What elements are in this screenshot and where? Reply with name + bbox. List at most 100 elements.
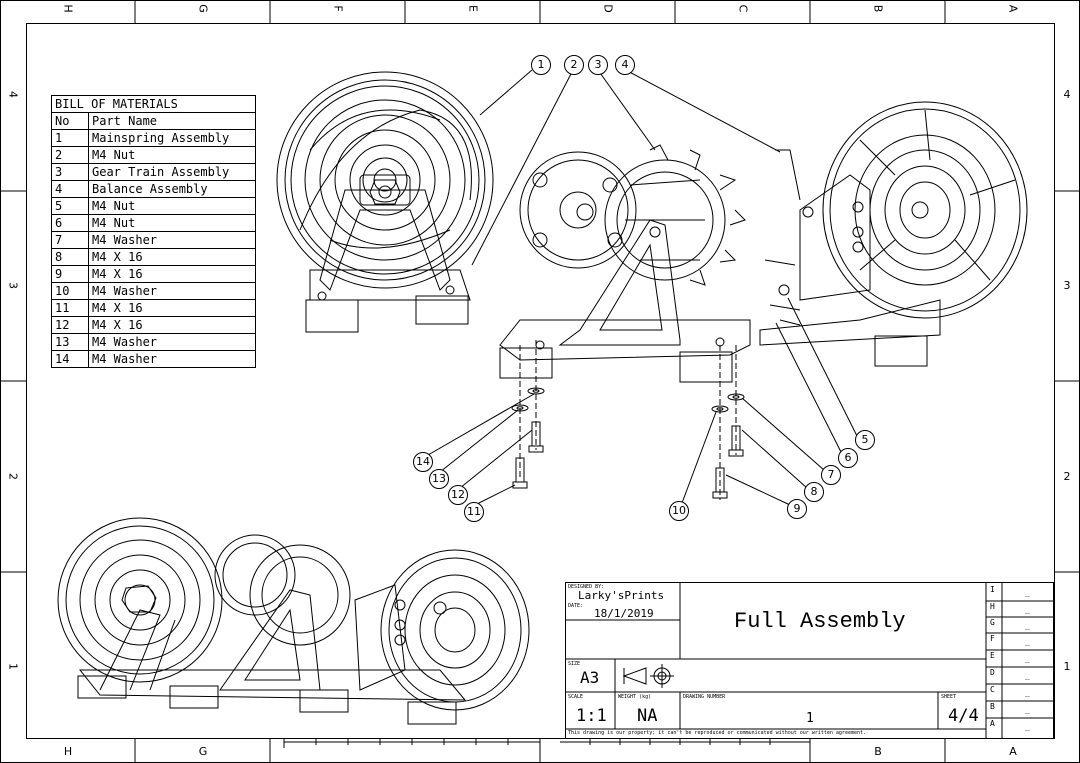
- drawing-weight: NA: [637, 706, 658, 726]
- revision-value: _: [1025, 705, 1030, 714]
- bom-part-name: M4 X 16: [88, 265, 256, 283]
- title-block-grid: [565, 582, 1054, 739]
- bom-item-number: 14: [51, 350, 89, 368]
- zone-label-left-4: 4: [6, 91, 20, 98]
- bom-item-number: 8: [51, 248, 89, 266]
- revision-letter: C: [990, 685, 995, 694]
- zone-label-bottom-a: A: [1009, 745, 1017, 758]
- bom-item-number: 13: [51, 333, 89, 351]
- bom-part-name: Gear Train Assembly: [88, 163, 256, 181]
- designed-by-label: DESIGNED BY:: [568, 584, 605, 590]
- revision-letter: H: [990, 602, 995, 611]
- bom-part-name: M4 Washer: [88, 333, 256, 351]
- zone-label-bottom-h: H: [63, 745, 73, 758]
- bom-part-name: M4 Nut: [88, 197, 256, 215]
- revision-value: _: [1025, 605, 1030, 614]
- callout-9: 9: [787, 499, 807, 519]
- bom-part-name: M4 Washer: [88, 350, 256, 368]
- bom-item-number: 9: [51, 265, 89, 283]
- bom-part-name: M4 X 16: [88, 248, 256, 266]
- ownership-disclaimer: This drawing is our property; it can't b…: [568, 730, 867, 736]
- zone-label-top-c: C: [736, 4, 750, 13]
- callout-2: 2: [564, 55, 584, 75]
- drawing-number-label: DRAWING NUMBER: [683, 694, 726, 700]
- zone-label-top-f: F: [331, 5, 345, 12]
- scale-label: SCALE: [568, 694, 584, 700]
- bom-part-name: M4 X 16: [88, 299, 256, 317]
- callout-5: 5: [855, 430, 875, 450]
- balance-assembly-drawing: [759, 101, 1028, 367]
- bom-item-number: 6: [51, 214, 89, 232]
- zone-label-bottom-b: B: [874, 745, 882, 758]
- date-label: DATE:: [568, 603, 584, 609]
- bom-item-number: 3: [51, 163, 89, 181]
- fasteners-drawing: [511, 340, 745, 500]
- zone-label-top-a: A: [1006, 4, 1020, 13]
- bom-header-part-name: Part Name: [88, 112, 256, 130]
- isometric-assembly-drawing: [57, 517, 530, 725]
- bom-item-number: 7: [51, 231, 89, 249]
- bom-part-name: Balance Assembly: [88, 180, 256, 198]
- drawing-number: 1: [806, 711, 814, 726]
- zone-label-left-2: 2: [6, 473, 20, 480]
- bom-item-number: 10: [51, 282, 89, 300]
- callout-11: 11: [464, 502, 484, 522]
- designer-name: Larky'sPrints: [578, 589, 665, 602]
- bom-item-number: 1: [51, 129, 89, 147]
- zone-label-top-h: H: [61, 4, 75, 13]
- sheet-label: SHEET: [941, 694, 957, 700]
- zone-label-top-e: E: [466, 5, 480, 12]
- revision-value: _: [1025, 654, 1030, 663]
- revision-letter: E: [990, 651, 995, 660]
- bom-part-name: M4 Washer: [88, 282, 256, 300]
- revision-value: _: [1025, 637, 1030, 646]
- revision-letter: B: [990, 702, 995, 711]
- bom-part-name: M4 Nut: [88, 214, 256, 232]
- callout-8: 8: [804, 482, 824, 502]
- drawing-scale: 1:1: [576, 706, 607, 726]
- weight-label: WEIGHT (kg): [618, 694, 652, 700]
- zone-label-left-3: 3: [6, 282, 20, 289]
- callout-1: 1: [531, 55, 551, 75]
- bom-title: BILL OF MATERIALS: [51, 95, 256, 113]
- bom-item-number: 11: [51, 299, 89, 317]
- drawing-date: 18/1/2019: [594, 607, 654, 620]
- bom-item-number: 5: [51, 197, 89, 215]
- zone-label-top-d: D: [601, 4, 615, 13]
- callout-7: 7: [821, 465, 841, 485]
- bom-item-number: 2: [51, 146, 89, 164]
- callout-4: 4: [615, 55, 635, 75]
- zone-label-right-3: 3: [1063, 279, 1071, 292]
- size-label: SIZE: [568, 661, 581, 667]
- zone-label-bottom-g: G: [198, 745, 208, 758]
- zone-label-right-4: 4: [1063, 88, 1071, 101]
- leader-lines: [427, 67, 858, 506]
- revision-value: _: [1025, 688, 1030, 697]
- revision-value: _: [1025, 722, 1030, 731]
- revision-letter: D: [990, 668, 995, 677]
- bom-part-name: M4 Washer: [88, 231, 256, 249]
- sheet-number: 4/4: [948, 706, 979, 726]
- gear-train-assembly-drawing: [499, 144, 751, 383]
- zone-label-top-g: G: [196, 4, 210, 13]
- zone-label-top-b: B: [871, 4, 885, 13]
- revision-value: _: [1025, 671, 1030, 680]
- bom-part-name: Mainspring Assembly: [88, 129, 256, 147]
- zone-label-right-1: 1: [1063, 660, 1071, 673]
- callout-12: 12: [448, 485, 468, 505]
